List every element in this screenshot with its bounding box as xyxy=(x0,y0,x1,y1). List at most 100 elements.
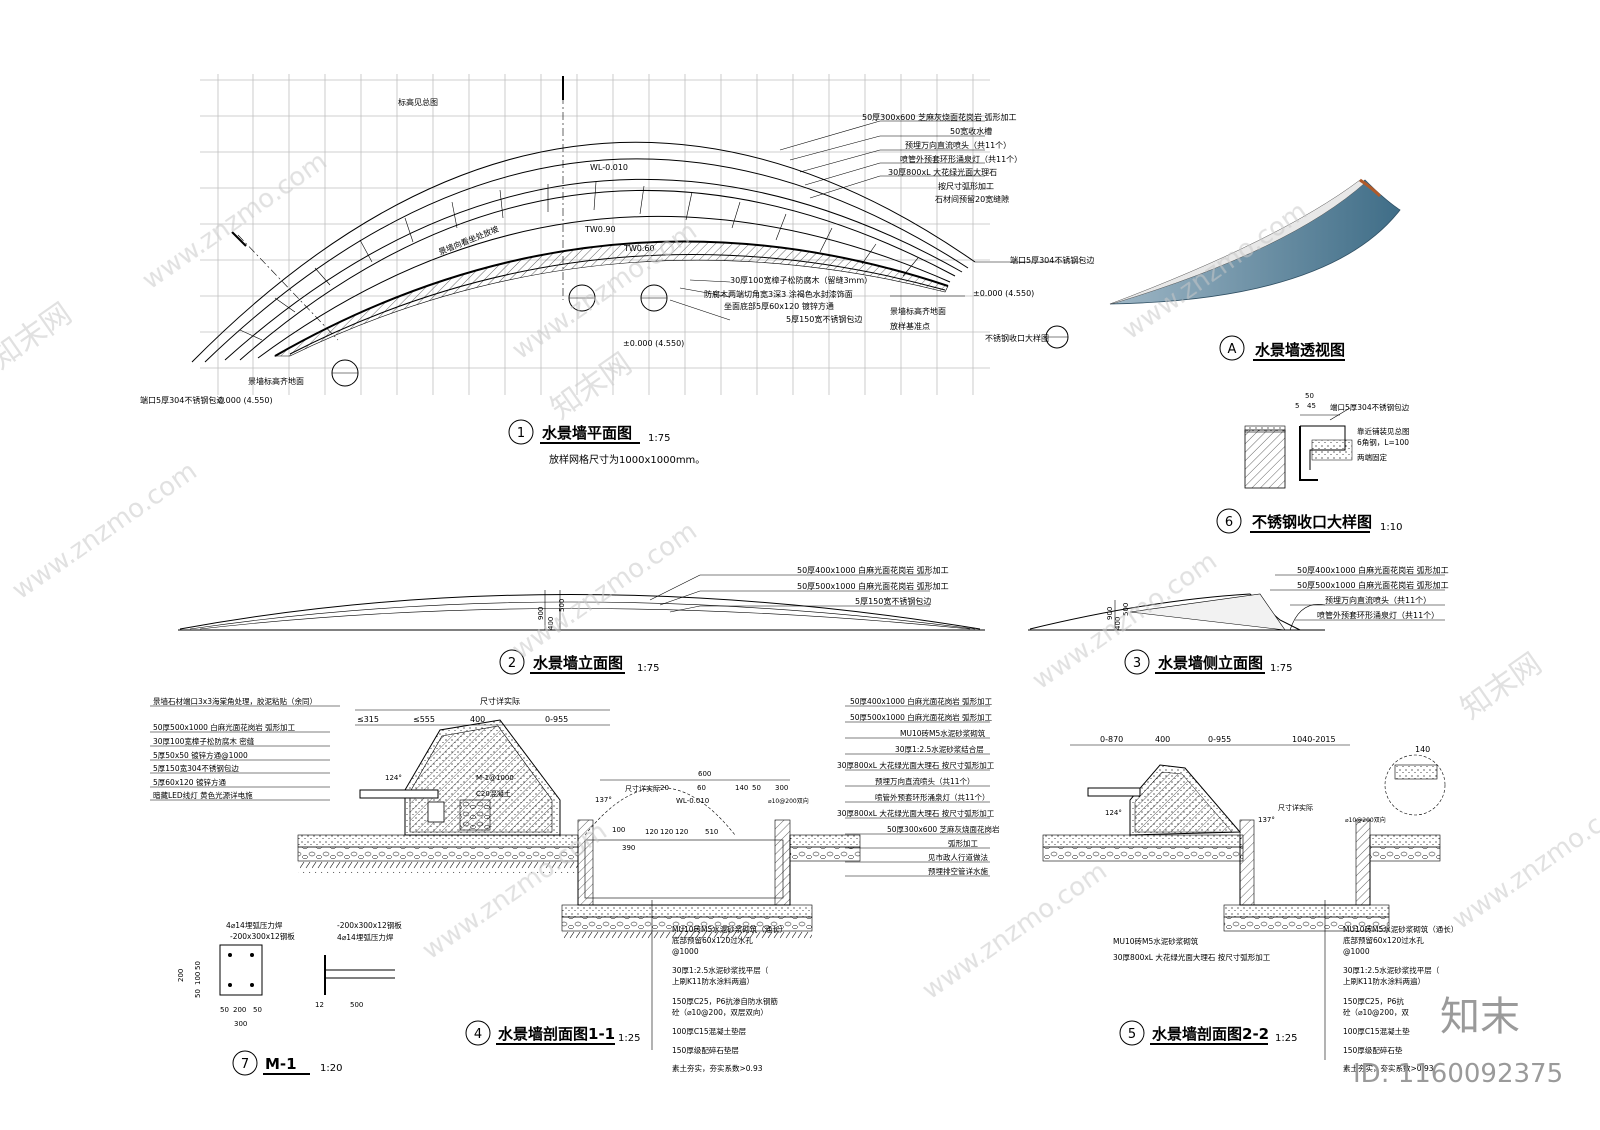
section4-right-label: 喷管外预套环形涌泉灯（共11个） xyxy=(875,792,990,802)
elev2-title: 水景墙立面图 xyxy=(533,654,623,672)
section5-dim: 400 xyxy=(1155,735,1170,744)
detail7-dim: 500 xyxy=(350,1001,363,1009)
plan-label: 预埋万向直流喷头（共11个） xyxy=(905,140,1011,150)
section4-left-label: 50厚500x1000 白麻光面花岗岩 弧形加工 xyxy=(153,722,296,732)
plan-label: TW0.90 xyxy=(584,225,616,234)
section4-inner: 100 xyxy=(612,826,625,834)
watermark-text: www.znzmo.com xyxy=(507,516,703,666)
detail7-label: -200x300x12钢板 xyxy=(337,920,402,930)
detail7-label: 4⌀14埋弧压力焊 xyxy=(226,920,283,930)
detail6-dim: 45 xyxy=(1307,402,1316,410)
detail7-dim: 200 xyxy=(177,969,185,982)
elev2-label: 50厚500x1000 白麻光面花岗岩 弧形加工 xyxy=(797,581,949,591)
plan-label: ±0.000 (4.550) xyxy=(973,289,1034,298)
section4-left-label: 5厚60x120 镀锌方通 xyxy=(153,777,226,787)
section4-bottom-label: 素土夯实，夯实系数>0.93 xyxy=(672,1063,763,1073)
section4-left-label: 30厚100宽樟子松防腐木 密缝 xyxy=(153,736,255,746)
elev3-label: 预埋万向直流喷头（共11个） xyxy=(1325,595,1431,605)
section4-bottom-label: 上刷K11防水涂料两遍） xyxy=(672,976,754,986)
detail7-dim: 50 xyxy=(220,1006,229,1014)
detail6-title: 不锈钢收口大样图 xyxy=(1252,513,1372,531)
plan-label: 放样基准点 xyxy=(890,321,930,331)
watermark-id: ID: 1160092375 xyxy=(1353,1059,1563,1089)
section4-bottom-label: MU10砖M5水泥砂浆砌筑（通长） xyxy=(672,924,787,934)
detail7-label: -200x300x12钢板 xyxy=(230,931,295,941)
section4-bottom-label: 30厚1:2.5水泥砂浆找平层（ xyxy=(672,965,769,975)
section4-bottom-label: @1000 xyxy=(672,947,699,956)
section4-drawing: 尺寸详实际 ≤315 ≤555 400 0-955 M-1@1000 C20混凝… xyxy=(150,696,1000,1073)
section5-label: 137° xyxy=(1258,816,1275,824)
plan-label: WL-0.010 xyxy=(590,163,628,172)
elev3-dim: 500 xyxy=(1122,603,1130,616)
plan-label: ±0.000 (4.550) xyxy=(623,339,684,348)
section4-dim: 尺寸详实际 xyxy=(480,696,520,706)
section5-label: 150厚C25，P6抗 xyxy=(1343,996,1404,1006)
section4-left-label: 景墙石材端口3x3海棠角处理，胶泥粘贴（余同） xyxy=(153,696,317,706)
section4-inner: 300 xyxy=(775,784,788,792)
section5-label: 30厚800xL 大花绿光面大理石 按尺寸弧形加工 xyxy=(1113,952,1271,962)
plan-label: 0.000 (4.550) xyxy=(218,396,273,405)
plan-number: 1 xyxy=(517,426,525,441)
section5-drawing: 0-870 400 0-955 1040-2015 140 MU10砖M5水泥砂… xyxy=(1042,735,1458,1073)
elev3-label: 50厚400x1000 白麻光面花岗岩 弧形加工 xyxy=(1297,565,1449,575)
section5-label: 30厚1:2.5水泥砂浆找平层（ xyxy=(1343,965,1440,975)
plan-label: 50厚300x600 芝麻灰烧面花岗岩 弧形加工 xyxy=(862,112,1017,122)
section4-left-label: 5厚150宽304不锈钢包边 xyxy=(153,763,239,773)
section5-label: 100厚C15混凝土垫 xyxy=(1343,1026,1410,1036)
detail6-dim: 50 xyxy=(1305,392,1314,400)
watermark-text: www.znzmo.com xyxy=(7,456,203,606)
section4-right-label: 30厚800xL 大花绿光面大理石 按尺寸弧形加工 xyxy=(837,760,995,770)
section4-left-label: 暗藏LED线灯 黄色光源详电施 xyxy=(153,790,253,800)
elev2-dim: 500 xyxy=(558,599,566,612)
section4-inner: 137° xyxy=(595,796,612,804)
section4-right-label: 50厚500x1000 白麻光面花岗岩 弧形加工 xyxy=(850,712,993,722)
setout-grid xyxy=(200,74,990,395)
watermark-text: www.znzmo.com xyxy=(917,856,1113,1006)
elev2-label: 5厚150宽不锈钢包边 xyxy=(855,596,931,606)
elev3-scale: 1:75 xyxy=(1270,663,1292,674)
elev3-dim: 400 xyxy=(1114,617,1122,630)
plan-label: 标高见总图 xyxy=(398,97,438,107)
section4-left-label: 5厚50x50 镀锌方通@1000 xyxy=(153,750,248,760)
watermark-text: www.znzmo.com xyxy=(1447,786,1600,936)
section4-bottom-label: 100厚C15混凝土垫层 xyxy=(672,1026,747,1036)
detail7-number: 7 xyxy=(241,1057,249,1072)
watermark-text: www.znzmo.com xyxy=(137,146,333,296)
detail6-label: 端口5厚304不锈钢包边 xyxy=(1330,402,1410,412)
section5-label: 砼（⌀10@200，双 xyxy=(1343,1007,1409,1017)
section4-scale: 1:25 xyxy=(618,1033,640,1044)
section4-dim: 400 xyxy=(470,715,485,724)
section4-inner: 140 xyxy=(735,784,748,792)
plan-title: 水景墙平面图 xyxy=(542,424,632,442)
section4-inner: 120 xyxy=(660,828,673,836)
section4-dim: ≤555 xyxy=(413,715,435,724)
elevation2-drawing: 50厚400x1000 白麻光面花岗岩 弧形加工 50厚500x1000 白麻光… xyxy=(178,565,985,675)
section4-inner: 600 xyxy=(698,770,711,778)
plan-label: 防腐木两端切角宽3深3 涂褐色水封漆饰面 xyxy=(704,289,853,299)
plan-label: 端口5厚304不锈钢包边 xyxy=(1010,255,1094,265)
section4-inner: WL-0.010 xyxy=(676,797,709,805)
detail7-dim: 300 xyxy=(234,1020,247,1028)
elevation3-drawing: 50厚400x1000 白麻光面花岗岩 弧形加工 50厚500x1000 白麻光… xyxy=(1028,565,1449,675)
perspective-letter: A xyxy=(1228,342,1237,357)
section5-label: MU10砖M5水泥砂浆砌筑 xyxy=(1113,936,1199,946)
section5-dim: 0-870 xyxy=(1100,735,1123,744)
elev3-title: 水景墙侧立面图 xyxy=(1158,654,1263,672)
plan-drawing xyxy=(191,74,1080,395)
section4-right-label: 弧形加工 xyxy=(948,838,978,848)
section4-right-label: 见市政人行道做法 xyxy=(928,852,988,862)
section4-right-label: 30厚1:2.5水泥砂浆结合层 xyxy=(895,744,984,754)
section4-inner: 50 xyxy=(752,784,761,792)
detail7-drawing: 4⌀14埋弧压力焊 -200x300x12钢板 -200x300x12钢板 4⌀… xyxy=(177,920,402,1076)
detail6-drawing: 50 5 45 端口5厚304不锈钢包边 靠近铺装见总图 6角钢，L=100 两… xyxy=(1216,392,1410,534)
section4-bottom-label: 150厚级配碎石垫层 xyxy=(672,1045,739,1055)
plan-label: 喷管外预套环形涌泉灯（共11个） xyxy=(900,154,1022,164)
section4-bottom-label: 150厚C25，P6抗渗自防水钢筋 xyxy=(672,996,778,1006)
section5-label: 150厚级配碎石垫 xyxy=(1343,1045,1403,1055)
detail7-dim: 200 xyxy=(233,1006,246,1014)
watermark-brand: 知末网 xyxy=(545,346,639,426)
elev3-dim: 900 xyxy=(1106,607,1114,620)
elev3-label: 50厚500x1000 白麻光面花岗岩 弧形加工 xyxy=(1297,580,1449,590)
plan-label: 不锈钢收口大样图 xyxy=(985,333,1049,343)
